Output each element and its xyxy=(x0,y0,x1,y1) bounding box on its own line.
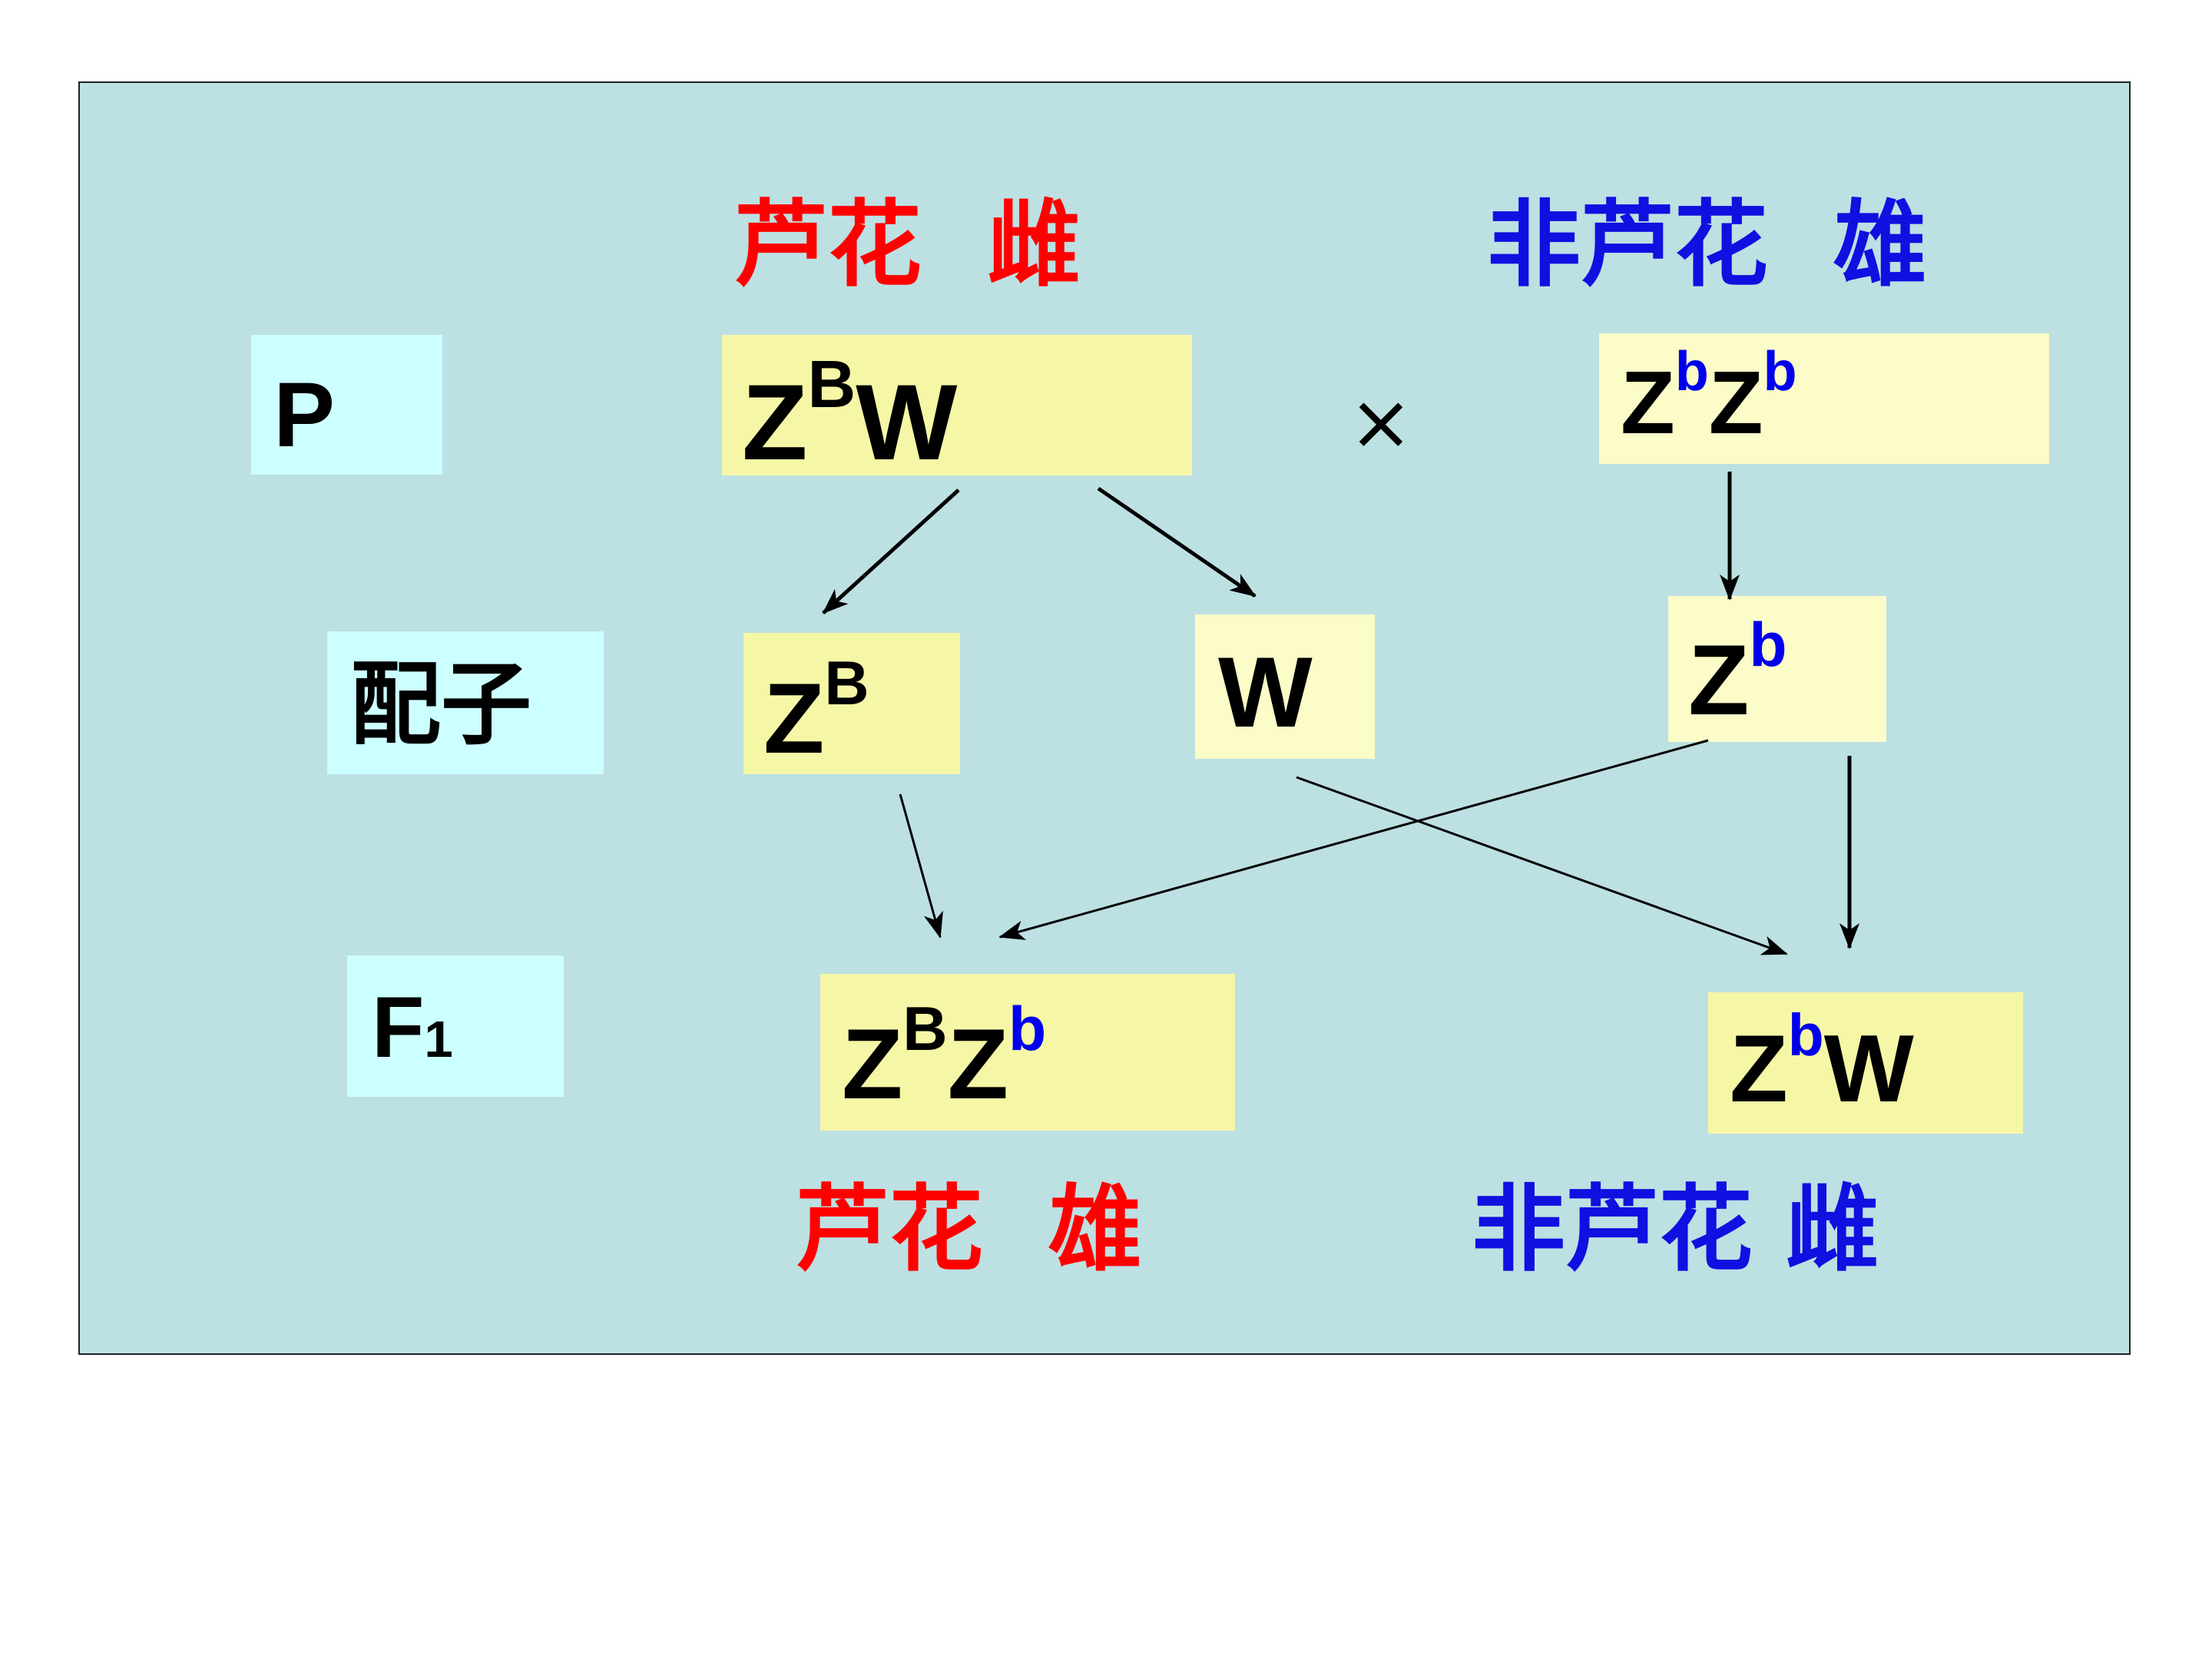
arrow-zb-to-male-offspring xyxy=(998,739,1709,940)
arrow-zB-to-male-offspring xyxy=(899,793,943,939)
label-p-box xyxy=(251,335,442,475)
generation-label-f1: F1 xyxy=(372,979,453,1075)
gamete-w: W xyxy=(1218,636,1313,748)
female-parent-phenotype: 芦花 雌 xyxy=(734,190,1081,300)
male-parent-phenotype: 非芦花 雄 xyxy=(1487,190,1927,300)
label-f1-box xyxy=(347,955,564,1097)
male-parent-genotype: ZbZb xyxy=(1621,340,1797,452)
arrow-w-to-female-offspring xyxy=(1296,776,1788,955)
gamete-zB: ZB xyxy=(763,649,869,774)
female-parent-genotype-box xyxy=(722,335,1192,475)
male-parent-genotype-box xyxy=(1599,333,2049,464)
offspring-male-phenotype: 芦花 雄 xyxy=(796,1175,1142,1284)
offspring-female-genotype-box xyxy=(1708,992,2023,1134)
offspring-male-genotype: ZBZb xyxy=(842,995,1047,1120)
arrow-female-to-zB xyxy=(822,488,960,614)
arrow-female-to-w xyxy=(1097,486,1257,598)
offspring-female-genotype: ZbW xyxy=(1730,1002,1914,1122)
gamete-w-box xyxy=(1195,614,1375,759)
female-parent-genotype: ZBW xyxy=(742,347,958,482)
gamete-zB-box xyxy=(743,633,960,774)
gamete-zb-box xyxy=(1668,596,1886,742)
label-gamete-box xyxy=(327,631,604,774)
cross-symbol: × xyxy=(1349,377,1413,467)
offspring-female-phenotype: 非芦花 雌 xyxy=(1472,1175,1879,1284)
gamete-zb: Zb xyxy=(1688,611,1787,736)
generation-label-p: P xyxy=(273,363,336,466)
generation-label-gamete: 配子 xyxy=(350,651,532,757)
offspring-male-genotype-box xyxy=(820,974,1235,1131)
